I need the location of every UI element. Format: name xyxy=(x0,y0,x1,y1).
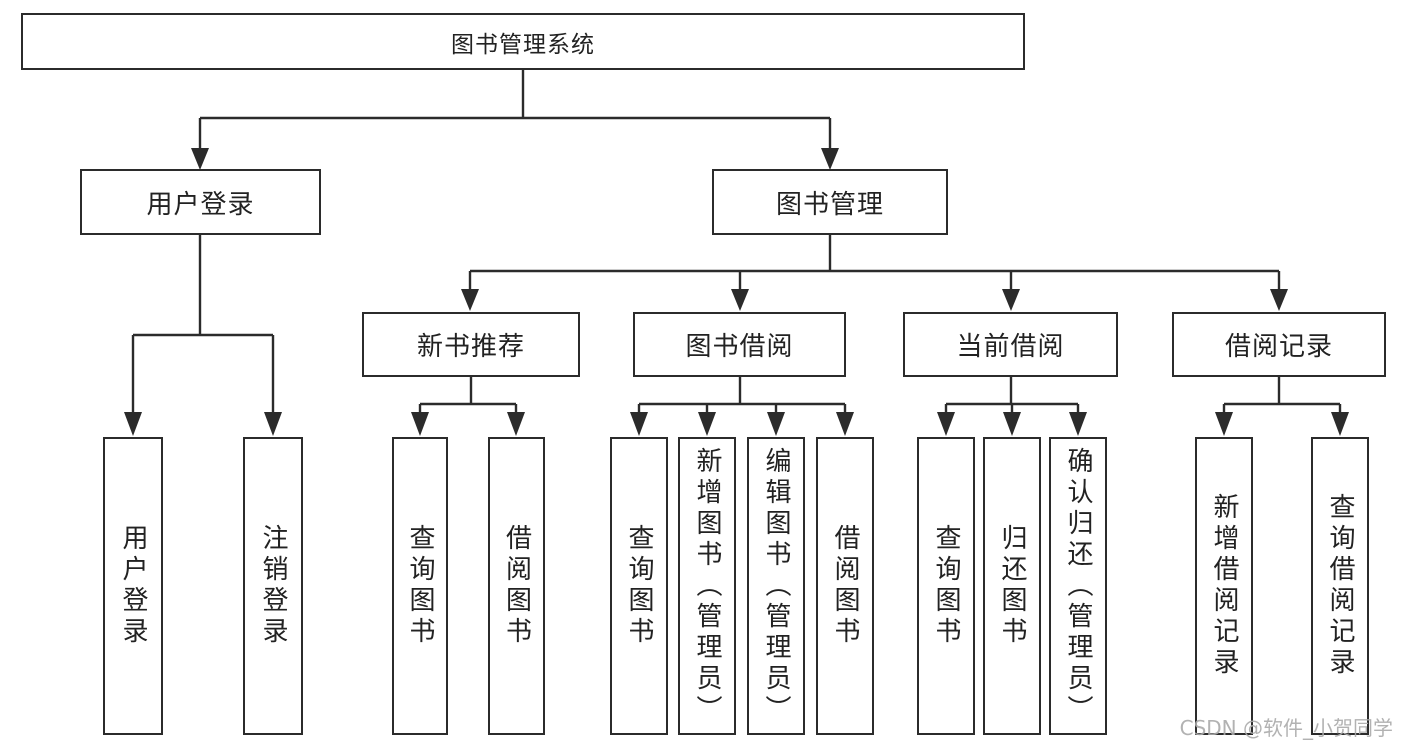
leaf-label: 借阅图书 xyxy=(501,524,532,648)
node-label: 图书管理系统 xyxy=(451,31,595,58)
node-label: 新书推荐 xyxy=(416,332,525,362)
leaf-query-borrow-record: 查询借阅记录 xyxy=(1311,437,1369,735)
leaf-label: 查询借阅记录 xyxy=(1325,493,1355,679)
csdn-watermark: CSDN @软件_小贺同学 xyxy=(1179,716,1393,740)
connector-paths xyxy=(131,70,1342,413)
node-root-system: 图书管理系统 xyxy=(21,13,1025,70)
arrowheads xyxy=(124,148,1349,436)
node-label: 当前借阅 xyxy=(956,332,1065,362)
leaf-add-books-admin: 新增图书（管理员） xyxy=(678,437,736,735)
leaf-add-borrow-record: 新增借阅记录 xyxy=(1195,437,1253,735)
leaf-label: 查询图书 xyxy=(931,524,961,648)
node-user-login: 用户登录 xyxy=(80,169,321,235)
node-label: 图书借阅 xyxy=(685,332,794,362)
leaf-query-books-borrowing: 查询图书 xyxy=(610,437,668,735)
leaf-label: 确认归还（管理员） xyxy=(1063,446,1093,726)
leaf-label: 查询图书 xyxy=(624,524,654,648)
leaf-label: 归还图书 xyxy=(997,524,1027,648)
node-label: 用户登录 xyxy=(146,189,255,220)
node-borrowing-records: 借阅记录 xyxy=(1172,312,1386,377)
leaf-user-login: 用户登录 xyxy=(103,437,163,735)
leaf-confirm-return-admin: 确认归还（管理员） xyxy=(1049,437,1107,735)
leaf-return-books: 归还图书 xyxy=(983,437,1041,735)
leaf-borrow-books: 借阅图书 xyxy=(816,437,874,735)
leaf-label: 编辑图书（管理员） xyxy=(761,446,791,726)
leaf-logout: 注销登录 xyxy=(243,437,303,735)
leaf-label: 新增图书（管理员） xyxy=(692,446,722,726)
node-book-management: 图书管理 xyxy=(712,169,948,235)
leaf-borrow-books-recommend: 借阅图书 xyxy=(488,437,545,735)
leaf-label: 注销登录 xyxy=(258,524,288,648)
node-label: 图书管理 xyxy=(775,189,884,220)
node-label: 借阅记录 xyxy=(1224,332,1333,362)
leaf-label: 借阅图书 xyxy=(830,524,860,648)
leaf-query-books-current: 查询图书 xyxy=(917,437,975,735)
node-current-borrowing: 当前借阅 xyxy=(903,312,1118,377)
leaf-edit-books-admin: 编辑图书（管理员） xyxy=(747,437,805,735)
leaf-query-books-recommend: 查询图书 xyxy=(392,437,448,735)
leaf-label: 新增借阅记录 xyxy=(1209,493,1239,679)
node-new-book-recommend: 新书推荐 xyxy=(362,312,580,377)
leaf-label: 用户登录 xyxy=(118,524,148,648)
leaf-label: 查询图书 xyxy=(405,524,435,648)
node-book-borrowing: 图书借阅 xyxy=(633,312,846,377)
